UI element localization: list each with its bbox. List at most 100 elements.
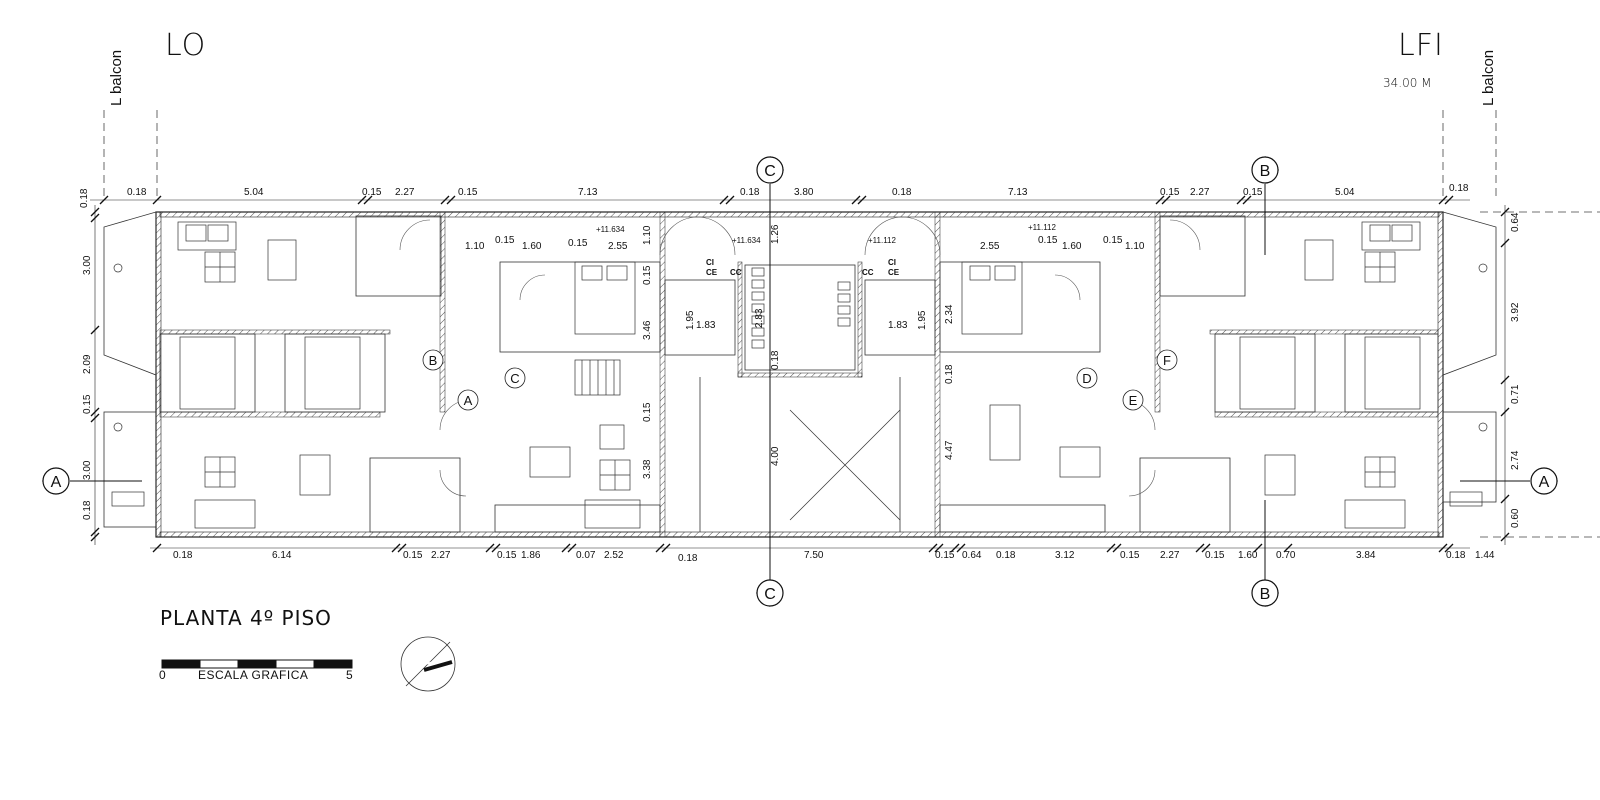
dimension-tick (1500, 238, 1510, 248)
room-tags: B A C D F E (422, 349, 1178, 411)
dimension-tick (90, 207, 100, 217)
dimension-tick (1500, 375, 1510, 385)
door-swings (399, 216, 1201, 497)
dim-inner: 4.47 (944, 440, 955, 460)
scale-start-label: 0 (159, 668, 166, 682)
dim-top: 0.18 (1449, 183, 1469, 194)
dimension-tick (567, 543, 577, 553)
dimension-tick (719, 195, 729, 205)
section-marker-b-bottom: B (1251, 579, 1279, 607)
dimension-tick (1155, 195, 1165, 205)
dim-left: 3.00 (82, 460, 93, 480)
dim-bottom: 0.18 (678, 553, 698, 564)
shaft-label: CC (862, 268, 874, 277)
svg-text:B: B (1260, 163, 1271, 180)
dim-top: 2.27 (1190, 187, 1210, 198)
dim-bottom: 1.86 (521, 550, 541, 561)
dim-bottom: 7.50 (804, 550, 824, 561)
section-lines (70, 184, 1530, 580)
dimension-tick (1444, 195, 1454, 205)
dim-bottom: 0.64 (962, 550, 982, 561)
svg-text:B: B (1260, 586, 1271, 603)
dim-inner: 0.15 (642, 402, 653, 422)
dim-bottom: 2.52 (604, 550, 624, 561)
dimension-tick (1438, 543, 1448, 553)
dim-bottom: 0.15 (1205, 550, 1225, 561)
dim-bottom: 0.07 (576, 550, 596, 561)
dimension-tick (561, 543, 571, 553)
dimension-tick (397, 543, 407, 553)
dim-inner: 1.60 (1062, 241, 1082, 252)
svg-text:A: A (1539, 474, 1550, 491)
left-boundary-label: LO (165, 28, 207, 63)
dimension-tick (152, 543, 162, 553)
section-marker-c-bottom: C (756, 579, 784, 607)
dimension-tick (661, 543, 671, 553)
dim-bottom: 0.15 (935, 550, 955, 561)
section-marker-a-left: A (42, 467, 70, 495)
dim-top: 5.04 (244, 187, 264, 198)
level-marks: +11.634 +11.634 +11.112 +11.112 (596, 223, 1057, 245)
dim-top: 0.15 (458, 187, 478, 198)
dim-top: 3.80 (794, 187, 814, 198)
dim-inner: 3.38 (642, 459, 653, 479)
reference-lines (103, 110, 1600, 538)
dimension-tick (655, 543, 665, 553)
dimension-tick (446, 195, 456, 205)
dim-bottom: 0.18 (996, 550, 1016, 561)
dimension-tick (1500, 207, 1510, 217)
svg-text:C: C (510, 371, 519, 386)
dim-bottom: 2.27 (431, 550, 451, 561)
dim-inner: 2.55 (980, 241, 1000, 252)
right-boundary-label: LFI (1398, 28, 1444, 63)
dimension-tick (391, 543, 401, 553)
shaft-label: CC (730, 268, 742, 277)
dimension-tick (1195, 543, 1205, 553)
dim-inner: 0.15 (495, 235, 515, 246)
dimension-tick (90, 532, 100, 542)
room-tag: E (1122, 389, 1144, 411)
dim-left: 2.09 (82, 354, 93, 374)
level-mark: +11.112 (1028, 223, 1057, 232)
room-tag: C (504, 367, 526, 389)
dim-bottom: 0.15 (497, 550, 517, 561)
level-mark: +11.634 (596, 225, 625, 234)
dim-inner: 1.95 (917, 310, 928, 330)
dimension-tick (485, 543, 495, 553)
balconies (103, 211, 1497, 528)
north-arrow-icon (400, 636, 456, 692)
dim-bottom: 0.18 (1446, 550, 1466, 561)
dimension-tick (1236, 195, 1246, 205)
dimension-tick (90, 413, 100, 423)
dim-top: 5.04 (1335, 187, 1355, 198)
dim-inner: 0.18 (944, 364, 955, 384)
svg-text:A: A (51, 474, 62, 491)
dimension-tick (363, 195, 373, 205)
shaft-label: CI (706, 258, 714, 267)
shaft-labels: CI CE CC CC CI CE (706, 258, 900, 277)
level-mark: +11.634 (732, 236, 761, 245)
shaft-label: CE (706, 268, 718, 277)
dim-bottom: 3.84 (1356, 550, 1376, 561)
dimension-tick (1500, 532, 1510, 542)
dim-left: 0.15 (82, 394, 93, 414)
dimension-tick (1283, 543, 1293, 553)
dim-inner: 1.95 (685, 310, 696, 330)
dim-inner: 2.55 (608, 241, 628, 252)
dim-bottom: 0.18 (173, 550, 193, 561)
room-tag: D (1076, 367, 1098, 389)
room-tag: A (457, 389, 479, 411)
dim-inner: 0.18 (770, 350, 781, 370)
section-marker-a-right: A (1530, 467, 1558, 495)
dim-inner: 1.10 (465, 241, 485, 252)
dimension-tick (90, 407, 100, 417)
balcony-line-left-label: L balcon (108, 49, 125, 106)
dimension-ticks (90, 195, 1510, 553)
dimension-tick (152, 195, 162, 205)
dim-inner: 1.60 (522, 241, 542, 252)
dim-bottom: 0.15 (403, 550, 423, 561)
balcony-line-right-label: L balcon (1480, 49, 1497, 106)
dimension-tick (90, 213, 100, 223)
dim-left: 3.00 (82, 255, 93, 275)
